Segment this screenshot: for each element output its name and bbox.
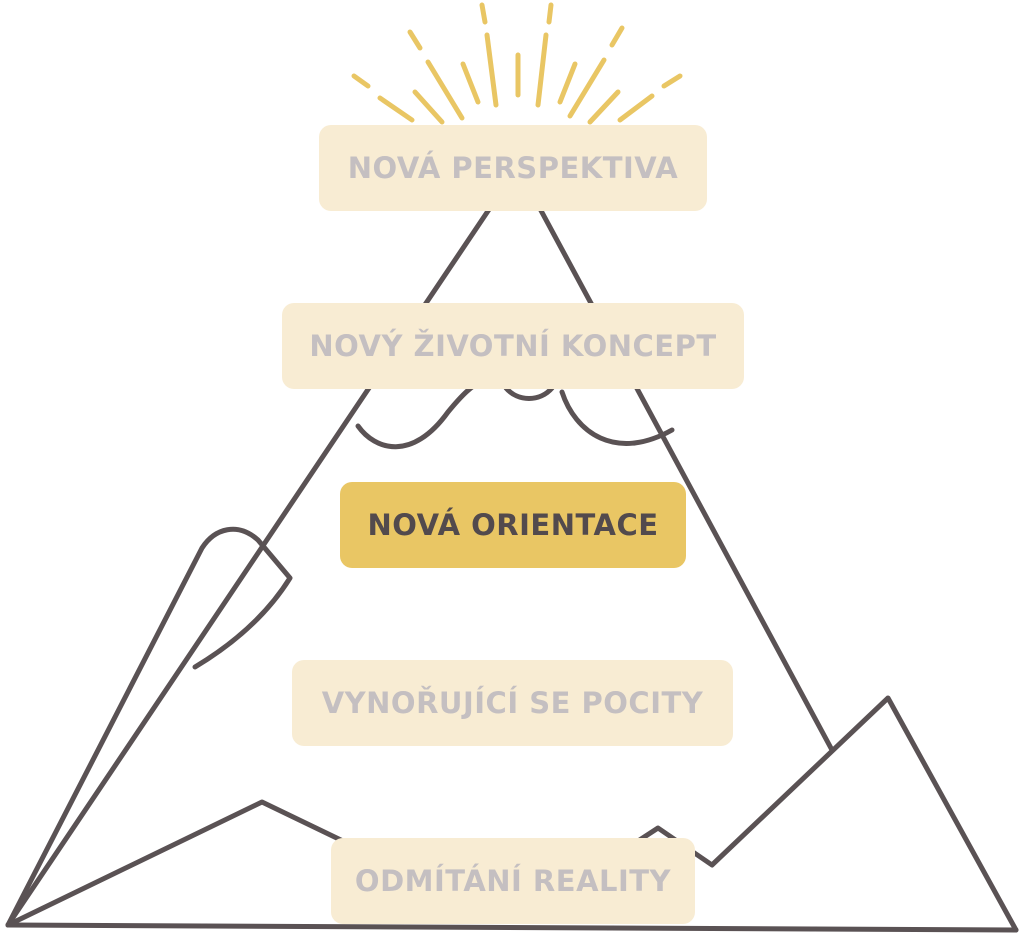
step-label: NOVÁ PERSPEKTIVA [347,151,679,185]
step-label: NOVÝ ŽIVOTNÍ KONCEPT [309,329,717,363]
left-hill [5,526,293,928]
step-denial-of-reality: ODMÍTÁNÍ REALITY [331,838,695,924]
right-mountain [629,695,1019,933]
step-new-perspective: NOVÁ PERSPEKTIVA [319,125,707,211]
step-label: ODMÍTÁNÍ REALITY [354,864,672,898]
sun-rays-icon [351,2,683,125]
snow-cap-line [355,377,675,450]
step-emerging-feelings: VYNOŘUJÍCÍ SE POCITY [292,660,733,746]
step-label: VYNOŘUJÍCÍ SE POCITY [321,686,704,720]
main-mountain-right-slope [535,202,835,753]
step-new-life-concept: NOVÝ ŽIVOTNÍ KONCEPT [282,303,744,389]
low-left-ridge [5,799,348,928]
step-new-orientation: NOVÁ ORIENTACE [340,482,686,568]
step-label: NOVÁ ORIENTACE [367,508,659,542]
ground-line [5,922,1019,933]
